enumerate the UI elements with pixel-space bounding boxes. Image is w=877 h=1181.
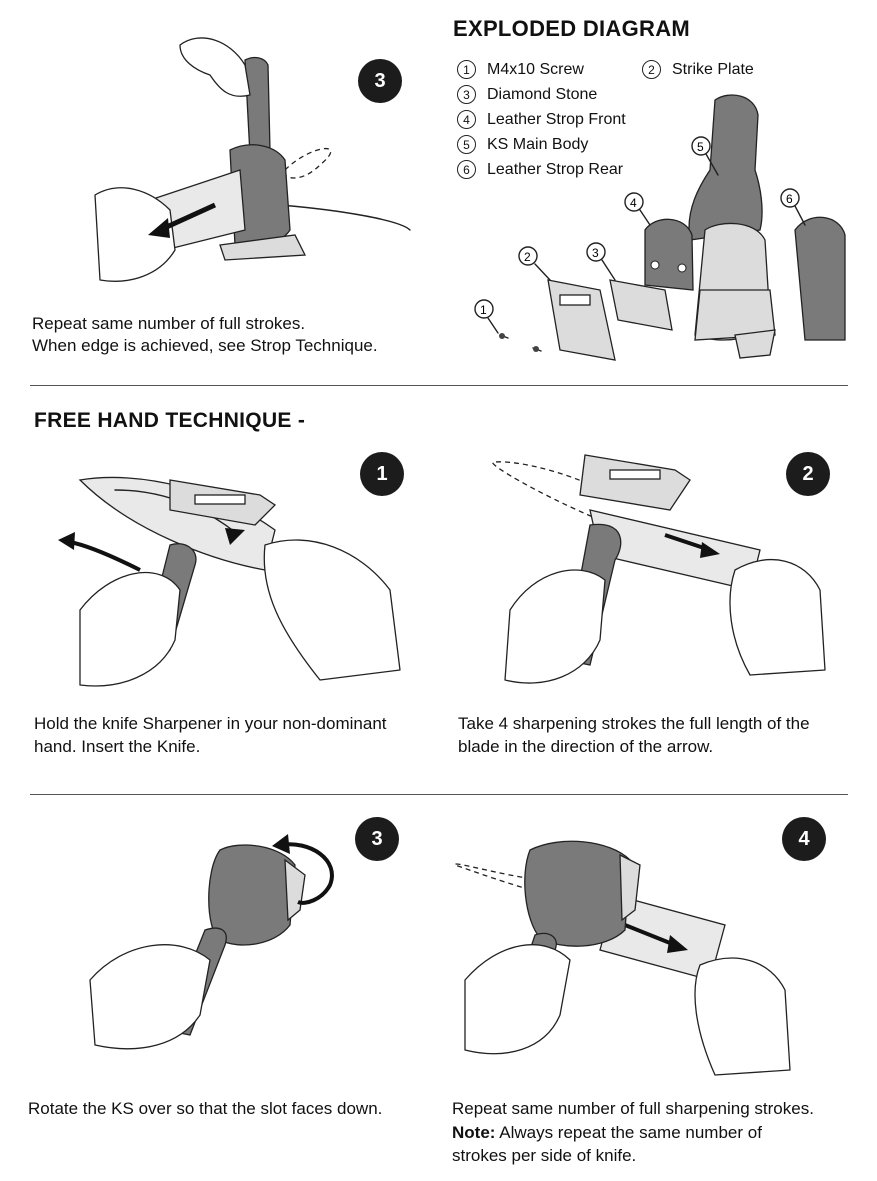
step-3-badge-top: 3 (358, 59, 402, 103)
svg-text:2: 2 (524, 250, 531, 264)
freehand-step-4-badge: 4 (782, 817, 826, 861)
freehand-step-4-note-label: Note: (452, 1123, 496, 1142)
freehand-step-2-caption-1: Take 4 sharpening strokes the full lengt… (458, 714, 810, 733)
exploded-parts-drawing: 5 6 4 3 2 1 (474, 94, 846, 361)
svg-text:6: 6 (786, 192, 793, 206)
svg-text:3: 3 (592, 246, 599, 260)
divider-1 (30, 385, 848, 386)
part-1-label: M4x10 Screw (487, 60, 584, 78)
part-3-number: 3 (457, 85, 476, 104)
divider-2 (30, 794, 848, 795)
freehand-step-4-caption-3: strokes per side of knife. (452, 1146, 637, 1165)
part-3: 3 Diamond Stone (457, 85, 597, 104)
freehand-step-3-drawing (89, 834, 334, 1050)
exploded-diagram-title: EXPLODED DIAGRAM (453, 16, 691, 41)
part-2: 2 Strike Plate (642, 60, 754, 79)
top-step-caption-2: When edge is achieved, see Strop Techniq… (32, 336, 378, 355)
freehand-step-2-badge: 2 (786, 452, 830, 496)
part-3-label: Diamond Stone (487, 85, 598, 103)
freehand-step-4-note: Note: Always repeat the same number of (452, 1122, 762, 1144)
part-2-label: Strike Plate (672, 60, 754, 78)
part-6: 6 Leather Strop Rear (457, 160, 623, 179)
part-4-number: 4 (457, 110, 476, 129)
part-2-number: 2 (642, 60, 661, 79)
part-6-number: 6 (457, 160, 476, 179)
freehand-step-1-drawing (58, 476, 401, 687)
svg-text:5: 5 (697, 140, 704, 154)
part-5-label: KS Main Body (487, 135, 589, 153)
freehand-step-3-badge: 3 (355, 817, 399, 861)
part-5: 5 KS Main Body (457, 135, 588, 154)
part-6-label: Leather Strop Rear (487, 160, 624, 178)
top-step-drawing (94, 37, 411, 282)
part-4-label: Leather Strop Front (487, 110, 626, 128)
svg-text:4: 4 (630, 196, 637, 210)
freehand-step-1-caption-1: Hold the knife Sharpener in your non-dom… (34, 714, 387, 733)
top-step-caption-1: Repeat same number of full strokes. (32, 314, 306, 333)
svg-text:1: 1 (480, 303, 487, 317)
freehand-step-3-caption-1: Rotate the KS over so that the slot face… (28, 1099, 383, 1118)
freehand-step-4-drawing (454, 840, 791, 1076)
freehand-step-4-note-text: Always repeat the same number of (495, 1123, 762, 1142)
part-5-number: 5 (457, 135, 476, 154)
freehand-step-2-caption-2: blade in the direction of the arrow. (458, 737, 714, 756)
part-1: 1 M4x10 Screw (457, 60, 584, 79)
freehand-step-1-badge: 1 (360, 452, 404, 496)
freehand-step-2-drawing (492, 454, 826, 684)
freehand-step-1-caption-2: hand. Insert the Knife. (34, 737, 201, 756)
freehand-title: FREE HAND TECHNIQUE - (34, 409, 306, 432)
part-1-number: 1 (457, 60, 476, 79)
part-4: 4 Leather Strop Front (457, 110, 626, 129)
freehand-step-4-caption-1: Repeat same number of full sharpening st… (452, 1099, 814, 1118)
